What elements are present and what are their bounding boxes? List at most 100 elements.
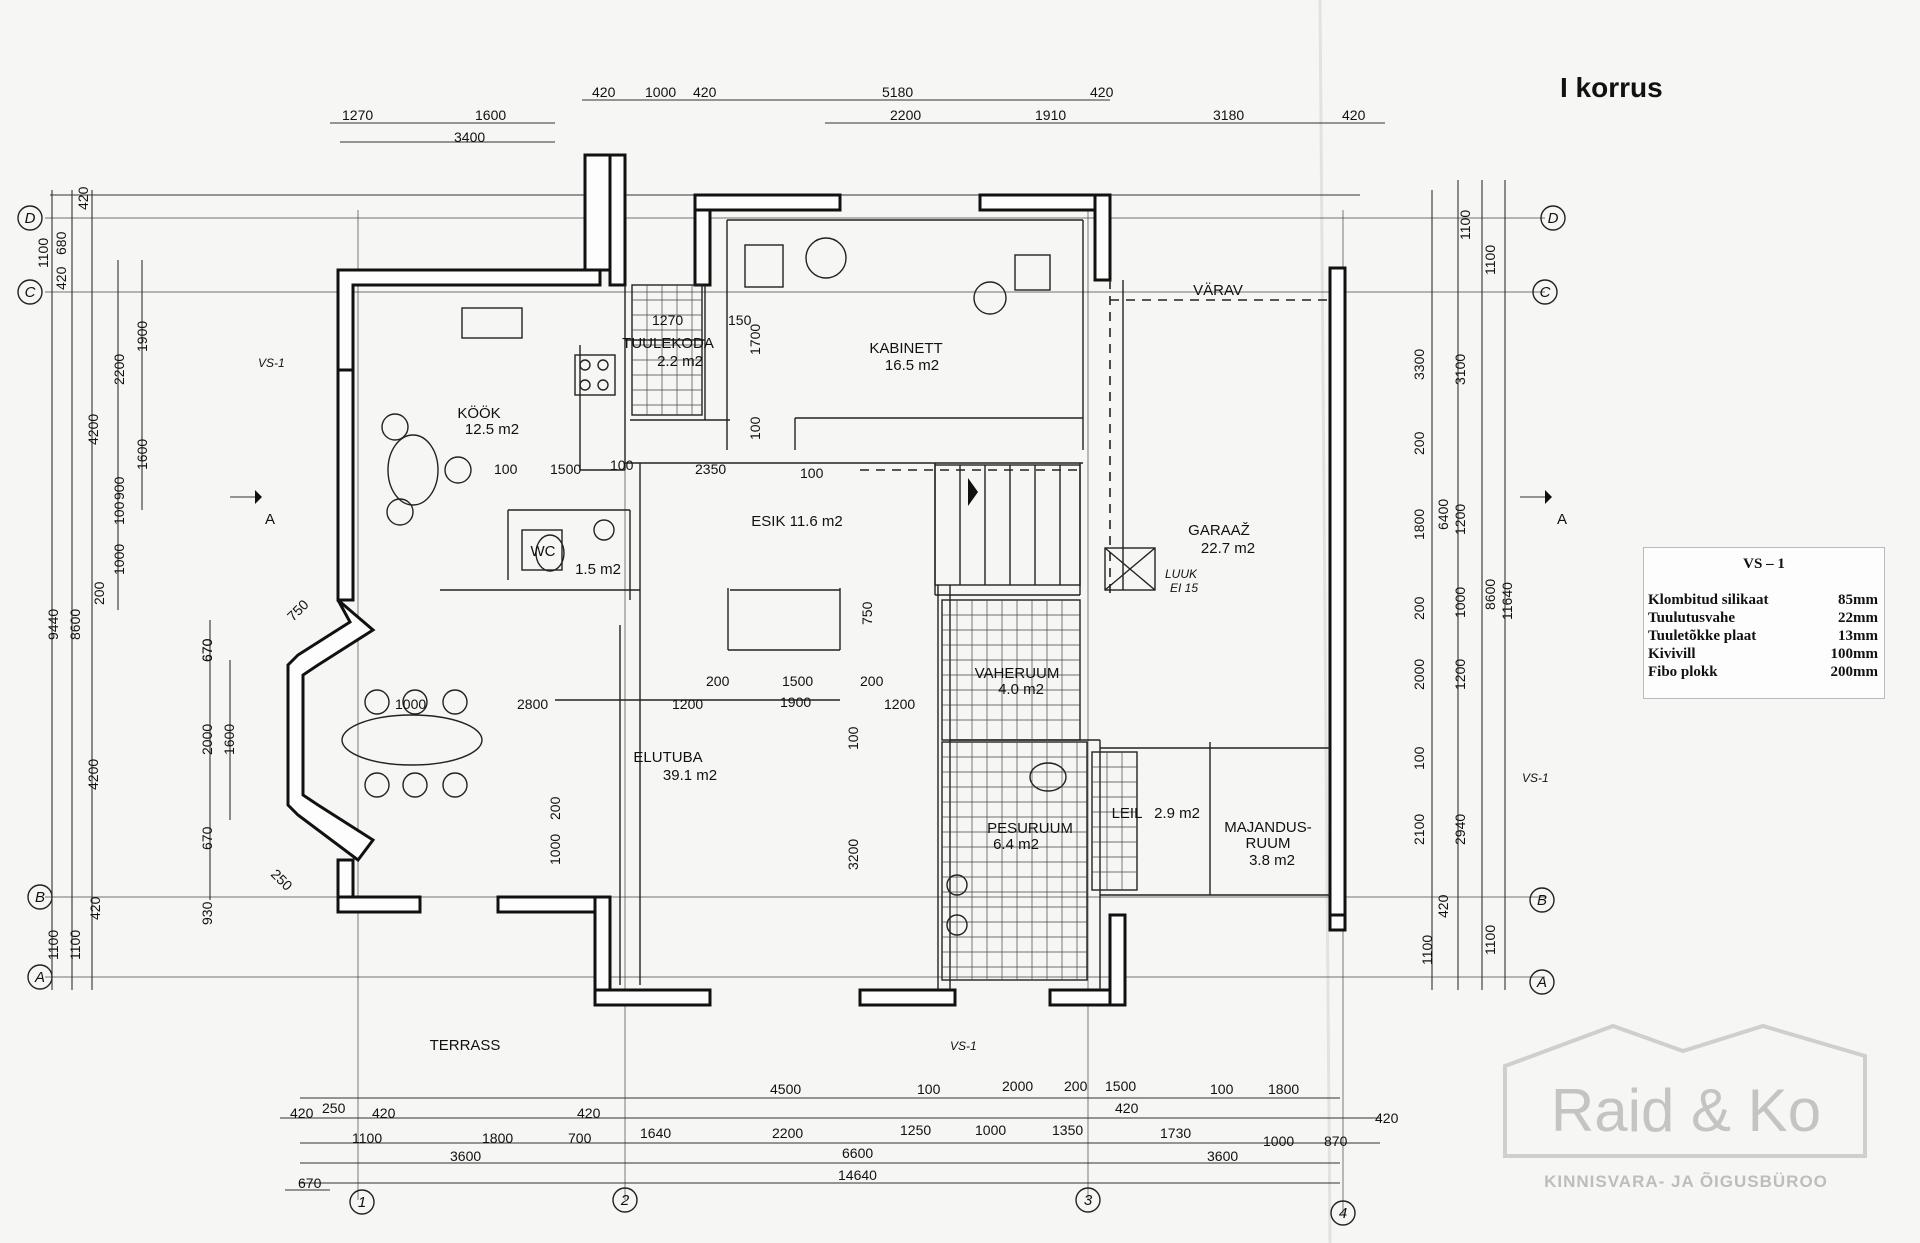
room-area-leil: 2.9 m2 xyxy=(1154,805,1200,822)
dim-text: 3600 xyxy=(1207,1148,1238,1164)
legend-row: Kivivill 100mm xyxy=(1644,645,1884,663)
room-name-garaaz: GARAAŽ xyxy=(1188,522,1250,539)
dim-text: 420 xyxy=(1375,1110,1399,1126)
dim-text: 6600 xyxy=(842,1145,873,1161)
room-name-elutuba: ELUTUBA xyxy=(633,749,702,766)
dim-text: 420 xyxy=(290,1105,314,1121)
room-name-leil: LEIL xyxy=(1112,805,1143,822)
dim-text: 670 xyxy=(199,826,215,850)
room-name-pesuruum: PESURUUM xyxy=(987,820,1073,837)
watermark-logo: Raid & Ko KINNISVARA- JA ÕIGUSBÜROO xyxy=(1503,1006,1869,1194)
dim-text: 1200 xyxy=(1452,504,1468,535)
dim-text: 1600 xyxy=(134,439,150,470)
dim-text: 420 xyxy=(87,896,103,920)
dim-text: 200 xyxy=(1411,431,1427,455)
dim-text: 870 xyxy=(1324,1133,1348,1149)
logo-subtitle: KINNISVARA- JA ÕIGUSBÜROO xyxy=(1544,1172,1828,1191)
dim-text: 670 xyxy=(199,638,215,662)
section-label: A xyxy=(1557,511,1567,528)
legend-layer-name: Tuulutusvahe xyxy=(1648,610,1735,626)
room-area-majandusruum: 3.8 m2 xyxy=(1249,852,1295,869)
room-name-tuulekoda: TUULEKODA xyxy=(622,335,714,352)
dim-text: 1000 xyxy=(111,544,127,575)
dim-text: 14640 xyxy=(838,1167,877,1183)
legend-layer-name: Fibo plokk xyxy=(1648,664,1718,680)
dim-text: 200 xyxy=(860,673,884,689)
room-name-wc: WC xyxy=(531,543,556,560)
dim-text: 1270 xyxy=(342,107,373,123)
dim-text: 8600 xyxy=(67,609,83,640)
axis-label-row: D xyxy=(1548,210,1559,227)
legend-layer-value: 85mm xyxy=(1838,592,1878,608)
dim-text: 900 xyxy=(111,476,127,500)
dim-text: 8600 xyxy=(1482,579,1498,610)
tiled-floor-pattern xyxy=(631,284,1138,981)
room-area-wc: 1.5 m2 xyxy=(575,561,621,578)
dim-text: 2200 xyxy=(890,107,921,123)
legend-layer-value: 22mm xyxy=(1838,610,1878,626)
dim-text: 1100 xyxy=(1482,245,1498,275)
dim-text: 420 xyxy=(372,1105,396,1121)
axis-label-row: B xyxy=(35,889,45,906)
room-name-kook: KÖÖK xyxy=(457,404,500,422)
tag-vs1: VS-1 xyxy=(258,356,285,370)
room-area-kook: 12.5 m2 xyxy=(465,421,519,438)
dim-text: 1800 xyxy=(1411,509,1427,540)
dim-text: 200 xyxy=(1411,596,1427,620)
tag-ei15: EI 15 xyxy=(1170,581,1198,595)
legend-row: Tuulutusvahe 22mm xyxy=(1644,609,1884,627)
dim-text: 3300 xyxy=(1411,349,1427,380)
axis-label-col: 2 xyxy=(620,1192,630,1209)
dim-text: 420 xyxy=(577,1105,601,1121)
room-name-terrass: TERRASS xyxy=(430,1037,501,1054)
dim-text: 420 xyxy=(75,186,91,210)
dim-text: 1200 xyxy=(884,696,915,712)
dim-text: 2800 xyxy=(517,696,548,712)
dim-text: 1000 xyxy=(1452,587,1468,618)
room-name-kabinett: KABINETT xyxy=(869,340,942,357)
dim-text: 2940 xyxy=(1452,814,1468,845)
legend-row: Klombitud silikaat 85mm xyxy=(1644,591,1884,609)
dim-text: 1100 xyxy=(352,1130,382,1146)
dim-text: 420 xyxy=(592,84,616,100)
walls xyxy=(286,153,1347,1007)
paper-fold xyxy=(1318,0,1332,1243)
legend-row: Fibo plokk 200mm xyxy=(1644,663,1884,681)
axis-label-col: 1 xyxy=(358,1194,366,1211)
dim-text: 2000 xyxy=(199,724,215,755)
dim-text: 1100 xyxy=(45,930,61,960)
dim-text: 100 xyxy=(1210,1081,1234,1097)
room-area-vaheruum: 4.0 m2 xyxy=(998,681,1044,698)
section-markers: A A xyxy=(230,490,1567,528)
dim-text: 5180 xyxy=(882,84,913,100)
room-name-vaheruum: VAHERUUM xyxy=(975,665,1060,682)
dim-text: 200 xyxy=(706,673,730,689)
room-labels: KÖÖK 12.5 m2 TUULEKODA 2.2 m2 KABINETT 1… xyxy=(430,282,1312,1054)
dim-text: 1900 xyxy=(134,321,150,352)
dim-text: 1730 xyxy=(1160,1125,1191,1141)
dim-text: 1500 xyxy=(782,673,813,689)
dim-text: 1000 xyxy=(975,1122,1006,1138)
dim-text: 1350 xyxy=(1052,1122,1083,1138)
dim-text: 1000 xyxy=(1263,1133,1294,1149)
dim-text: 1250 xyxy=(900,1122,931,1138)
dim-text: 200 xyxy=(91,581,107,605)
dim-text: 420 xyxy=(1090,84,1114,100)
dim-text: 1640 xyxy=(640,1125,671,1141)
dims-bottom: 4500 100 2000 200 1500 100 1800 420 250 … xyxy=(290,1078,1399,1191)
axis-label-row: A xyxy=(34,969,45,986)
room-name-majandus: MAJANDUS- xyxy=(1224,819,1312,836)
axis-label-row: B xyxy=(1537,892,1547,909)
annotation-tags: LUUK EI 15 VS-1 VS-1 VS-1 xyxy=(258,356,1549,1053)
dim-text: 420 xyxy=(53,266,69,290)
dim-text: 930 xyxy=(199,901,215,925)
dims-left: 1100 420 680 420 4200 2200 1900 900 1600… xyxy=(35,186,237,960)
room-area-pesuruum: 6.4 m2 xyxy=(993,836,1039,853)
tag-luuk: LUUK xyxy=(1165,567,1198,581)
room-area-kabinett: 16.5 m2 xyxy=(885,357,939,374)
legend-layer-name: Kivivill xyxy=(1648,646,1696,662)
dim-text: 4200 xyxy=(85,759,101,790)
room-name-esik: ESIK 11.6 m2 xyxy=(751,513,842,530)
dim-text: 1100 xyxy=(1457,210,1473,240)
tag-vs1: VS-1 xyxy=(950,1039,977,1053)
